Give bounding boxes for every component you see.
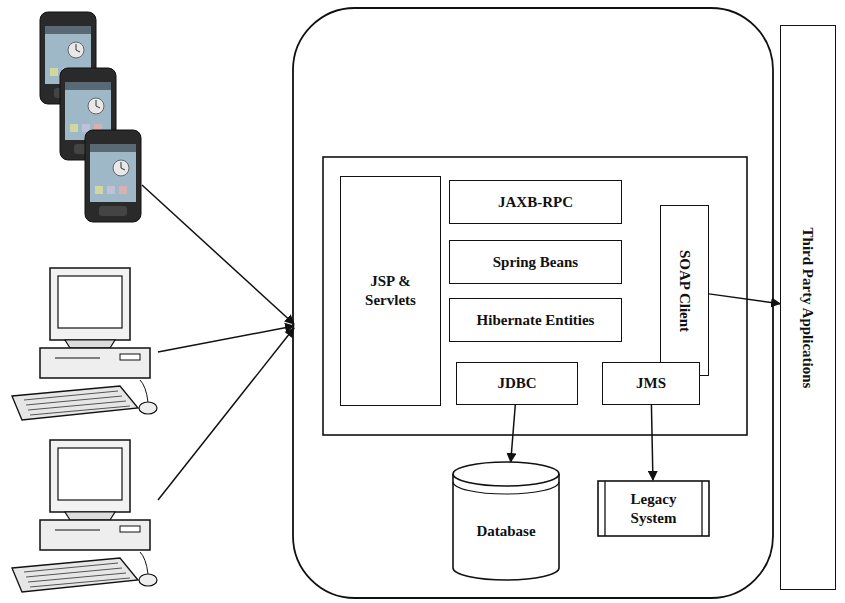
component-box: SOAP Client [660,205,709,376]
node-label: JSP & Servlets [351,272,431,310]
node-label: Legacy System [609,490,698,528]
cylinder-outline [452,462,560,580]
node-label: JDBC [497,374,536,393]
node-label: JAXB-RPC [498,193,573,212]
connector-arrow [511,405,516,462]
connector-arrow [651,405,653,480]
component-box: JAXB-RPC [449,180,622,224]
access-arrow [158,328,294,500]
access-arrow [158,326,294,352]
desktop-computer [12,268,157,420]
legacy-system-box: Legacy System [597,480,710,537]
application-container [323,157,747,435]
node-label: Hibernate Entities [477,311,595,330]
desktop-computer [12,440,157,592]
server-boundary [293,8,773,598]
node-label: Third Party Applications [799,227,818,388]
mobile-phone [85,130,141,222]
node-label: JMS [636,374,666,393]
component-box: JSP & Servlets [340,176,441,406]
external-system-box: Third Party Applications [780,25,836,590]
node-label: Spring Beans [493,253,578,272]
component-box: Spring Beans [449,240,622,284]
component-box: Hibernate Entities [449,298,622,342]
node-label: SOAP Client [675,249,694,331]
component-box: JDBC [456,362,578,405]
database-cylinder: Database [452,462,560,580]
component-box: JMS [602,362,700,405]
access-arrow [142,185,294,324]
connector-arrow [709,294,780,304]
node-label: Database [476,522,535,541]
legacy-outline [597,480,710,537]
